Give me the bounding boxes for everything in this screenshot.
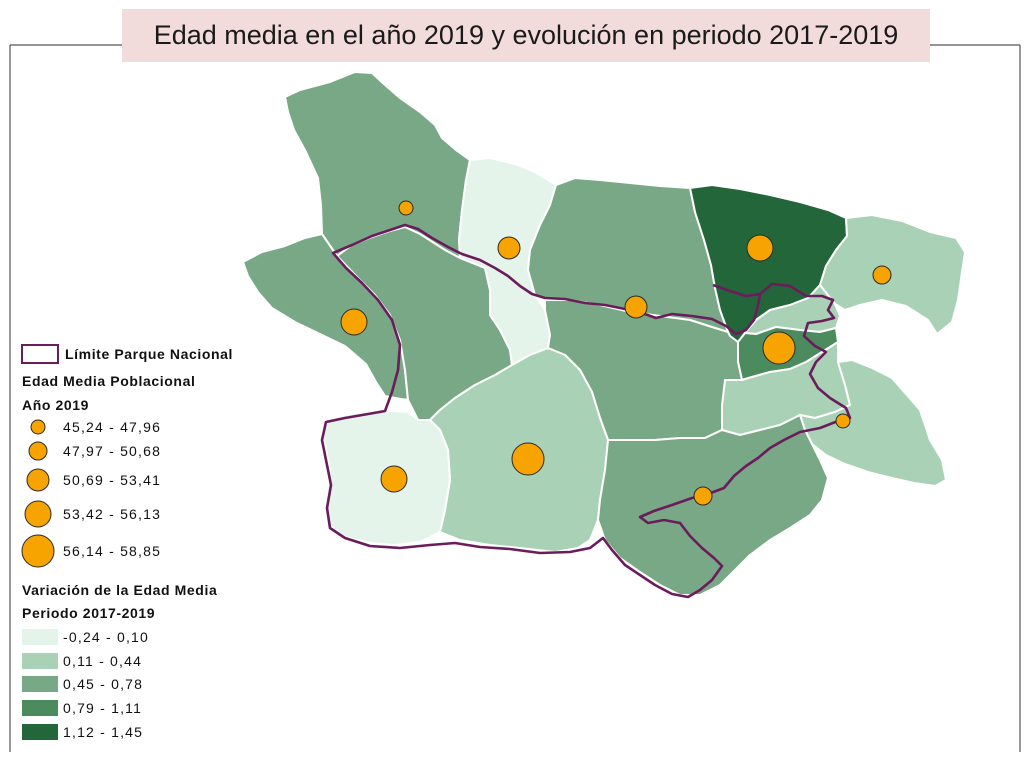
age-symbol [693,486,713,506]
legend-variation-swatch [22,676,58,692]
legend-age-symbol [30,419,46,435]
legend-variation-swatch [22,700,58,716]
legend-park-boundary-label: Límite Parque Nacional [65,346,234,362]
legend-variation-class-label: -0,24 - 0,10 [63,629,149,645]
legend-variation-class-label: 0,79 - 1,11 [63,700,143,716]
municipality-region [284,71,471,259]
age-symbol [497,236,521,260]
municipality-region [597,414,829,596]
age-symbol [746,234,774,262]
municipality-region [819,214,966,335]
legend-age-symbols [21,419,55,568]
legend-variation-swatch [22,653,58,669]
age-symbol [398,200,414,216]
age-symbol [762,331,796,365]
legend-age-class-label: 50,69 - 53,41 [63,472,162,488]
legend-age-class-label: 45,24 - 47,96 [63,419,162,435]
municipality-regions [242,71,966,596]
legend-variation-class-label: 0,45 - 0,78 [63,676,144,692]
park-boundary [320,223,852,599]
age-symbol [872,265,892,285]
legend-park-boundary-swatch [21,344,59,364]
map-title: Edad media en el año 2019 y evolución en… [153,20,899,50]
legend-age-subtitle: Año 2019 [22,397,90,413]
municipality-region [799,359,947,487]
legend-variation-title: Variación de la Edad Media [22,582,218,598]
legend-variation-swatches [22,629,58,740]
legend-age-symbol [28,441,48,461]
age-symbol [835,413,851,429]
legend-age-symbol [26,468,50,492]
legend-age-symbol [21,534,55,568]
legend-age-class-label: 56,14 - 58,85 [63,543,162,559]
age-symbol [380,465,408,493]
age-symbol [340,308,368,336]
legend-variation-swatch [22,629,58,645]
legend-age-class-label: 53,42 - 56,13 [63,506,162,522]
park-boundary-inner-line [712,283,761,298]
legend-variation-class-label: 1,12 - 1,45 [63,724,144,740]
legend-age-title: Edad Media Poblacional [22,373,196,389]
age-symbol [624,295,648,319]
map-frame [9,44,1021,752]
park-boundary-line [320,223,852,599]
age-symbols [340,200,892,506]
legend-variation-swatch [22,724,58,740]
title-box: Edad media en el año 2019 y evolución en… [122,9,930,62]
legend-age-class-label: 47,97 - 50,68 [63,443,162,459]
age-symbol [511,442,545,476]
legend-variation-class-label: 0,11 - 0,44 [63,653,143,669]
legend-variation-subtitle: Periodo 2017-2019 [22,605,156,621]
legend-age-symbol [24,500,52,528]
